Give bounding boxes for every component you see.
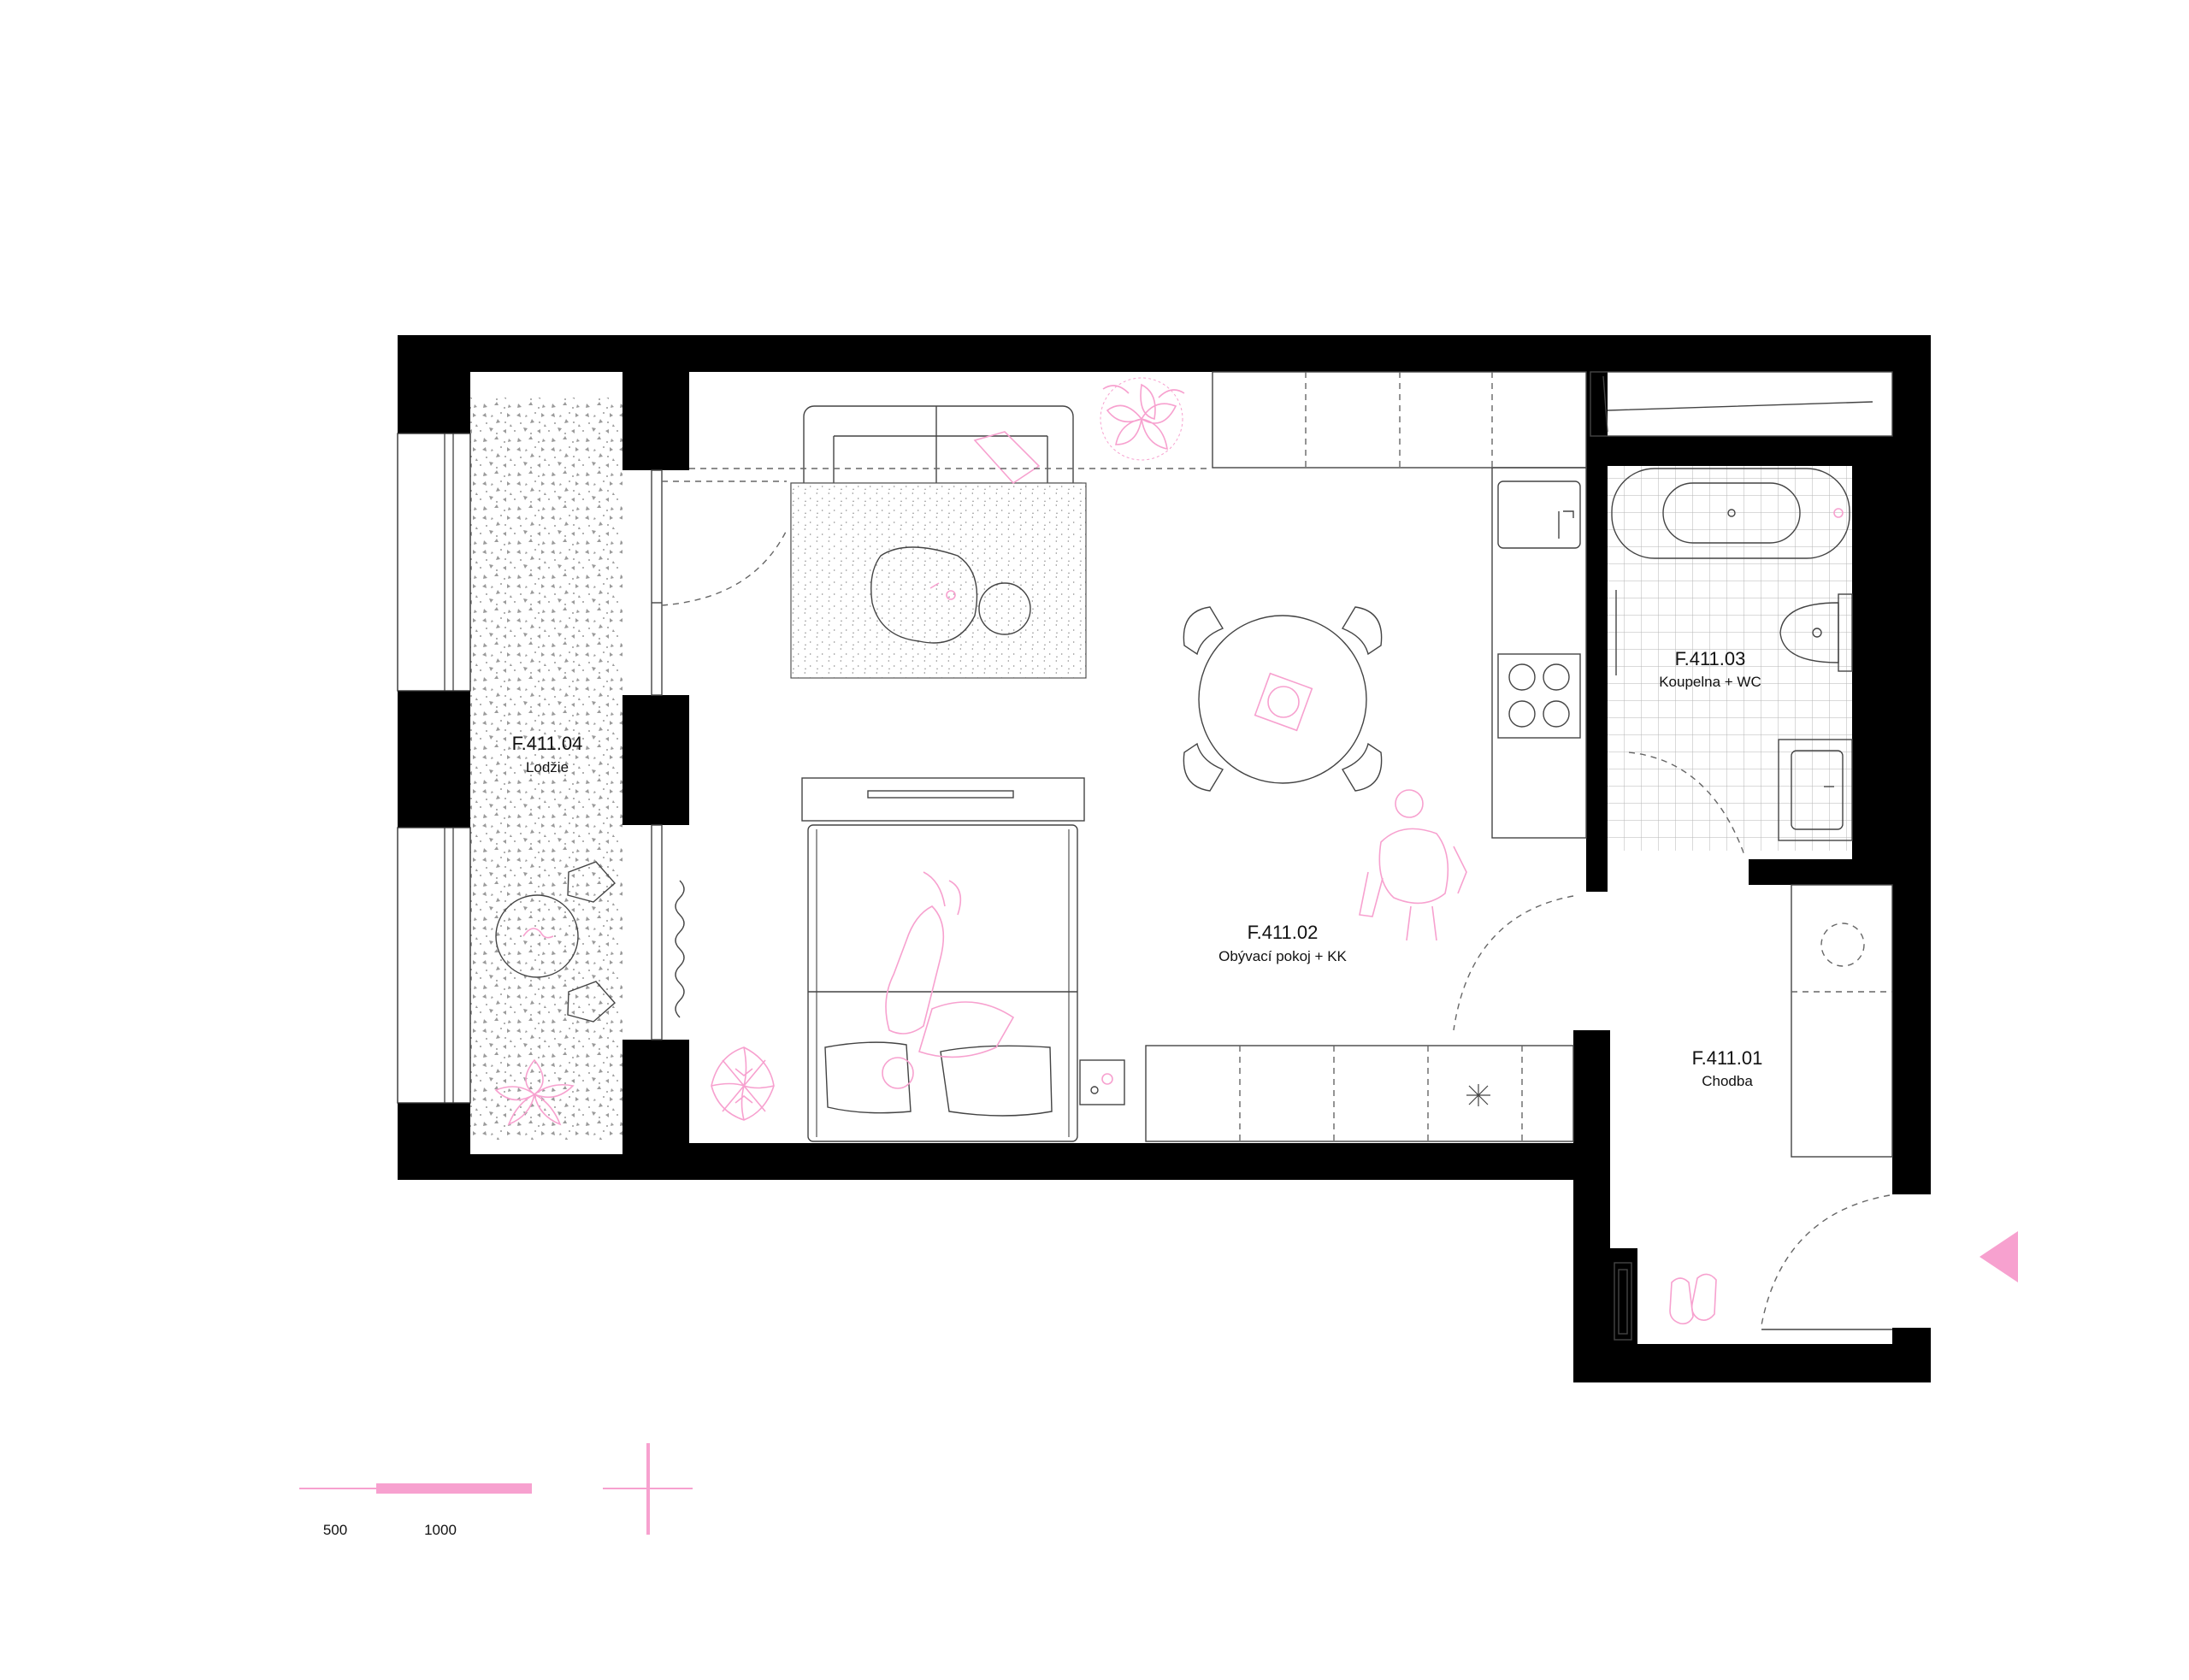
walls bbox=[398, 335, 1931, 1382]
room-code-loggia: F.411.04 bbox=[512, 733, 583, 754]
north-marker-icon bbox=[603, 1443, 693, 1535]
scale-label-1000: 1000 bbox=[424, 1522, 457, 1538]
shoe-cabinet bbox=[1614, 1262, 1632, 1341]
room-name-corridor: Chodba bbox=[1702, 1073, 1753, 1089]
room-code-corridor: F.411.01 bbox=[1692, 1047, 1763, 1069]
storage-cabinet bbox=[1212, 371, 1587, 469]
entrance-arrow-icon bbox=[1980, 1231, 2018, 1282]
bathroom-top-niche bbox=[1590, 371, 1893, 437]
bathroom-floor bbox=[1608, 466, 1852, 851]
loggia-table bbox=[495, 861, 616, 1023]
wardrobe bbox=[1791, 884, 1893, 1158]
loggia-window bbox=[397, 433, 471, 1104]
plant-icon bbox=[1100, 377, 1185, 461]
rug bbox=[790, 482, 1087, 679]
plant-icon bbox=[494, 1058, 575, 1126]
room-name-bathroom: Koupelna + WC bbox=[1659, 674, 1761, 690]
room-name-loggia: Lodžie bbox=[526, 759, 569, 775]
kitchen-counter-bottom bbox=[1145, 1045, 1574, 1142]
coffee-table bbox=[870, 546, 1031, 644]
kitchen-counter-right bbox=[1491, 467, 1587, 839]
nightstand bbox=[1079, 1059, 1125, 1105]
front-door-swing bbox=[1761, 1194, 1891, 1326]
radiator bbox=[675, 880, 685, 1018]
dining-table bbox=[1183, 606, 1383, 792]
toilet bbox=[1779, 593, 1853, 672]
bathtub bbox=[1611, 468, 1850, 559]
bathroom-sink bbox=[1778, 739, 1853, 841]
entry-door-swing bbox=[1453, 895, 1574, 1031]
sofa-pillow bbox=[973, 431, 1041, 485]
loggia-floor bbox=[469, 398, 622, 1140]
room-code-living: F.411.02 bbox=[1248, 922, 1319, 943]
room-name-living: Obývací pokoj + KK bbox=[1218, 948, 1347, 964]
plant-icon bbox=[711, 1046, 775, 1121]
slippers-icon bbox=[1669, 1273, 1717, 1325]
bed bbox=[801, 777, 1085, 1142]
scale-bar bbox=[299, 1483, 532, 1494]
room-code-bathroom: F.411.03 bbox=[1675, 648, 1746, 669]
scale-label-500: 500 bbox=[323, 1522, 347, 1538]
balcony-doors bbox=[651, 469, 788, 1040]
person-sleeping bbox=[882, 871, 1015, 1089]
person-standing bbox=[1359, 789, 1467, 941]
